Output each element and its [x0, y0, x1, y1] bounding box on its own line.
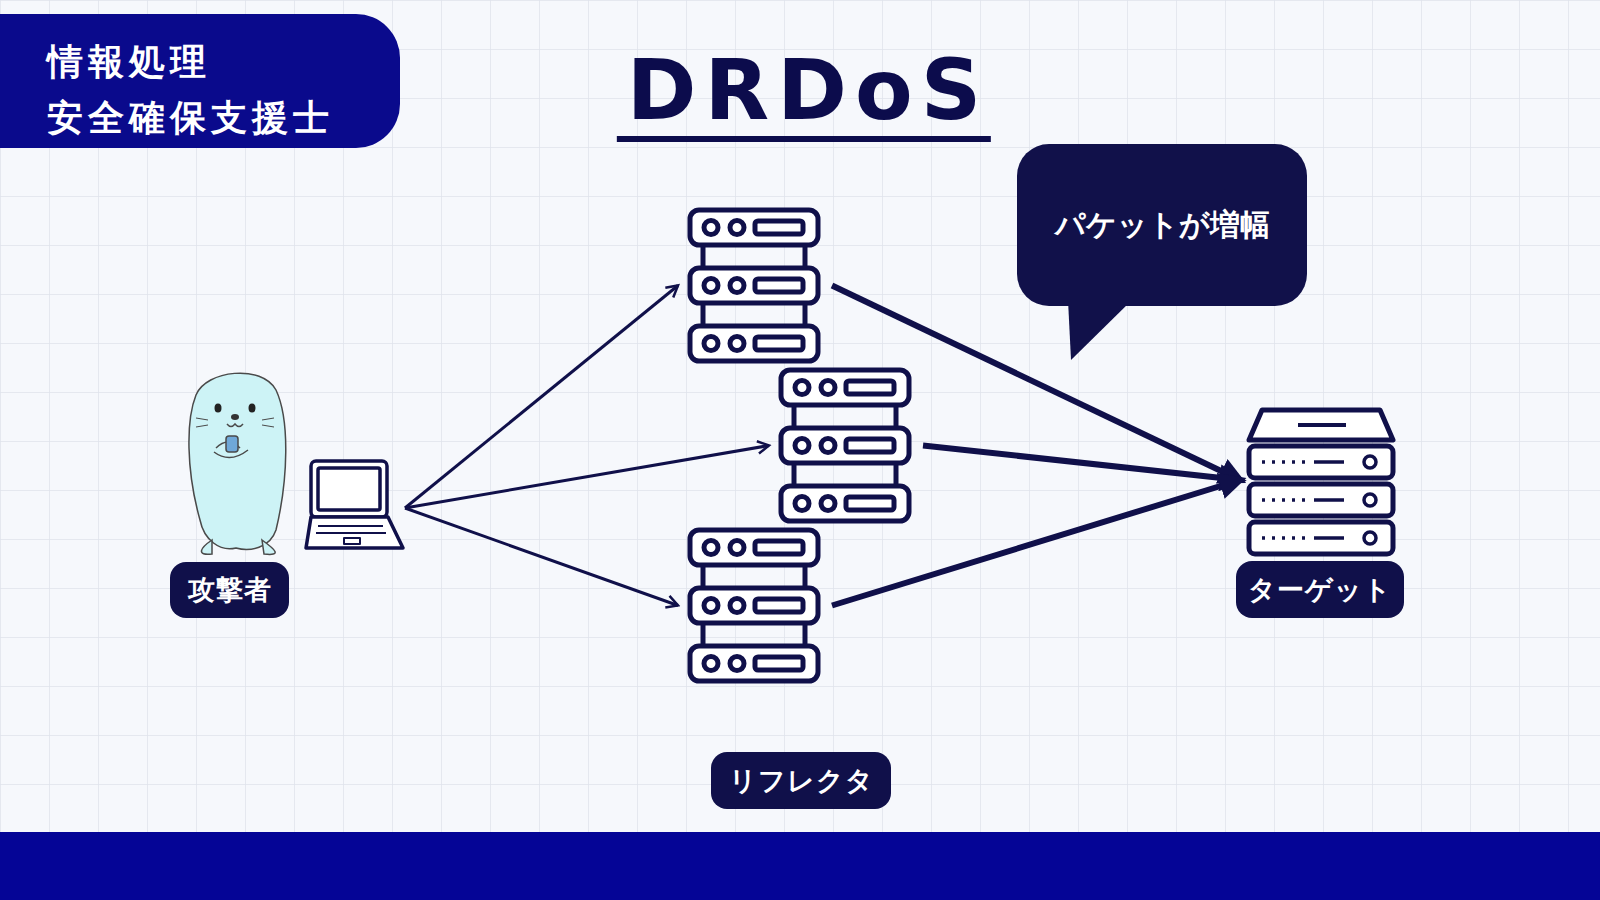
reflector-label: リフレクタ [711, 752, 891, 809]
reflector-group: リフレクタ [680, 200, 920, 812]
arrow-line [405, 446, 769, 509]
header-badge: 情報処理 安全確保支援士 [0, 14, 400, 148]
laptop-icon [306, 461, 403, 548]
attacker-group: 攻撃者 [170, 365, 405, 620]
server-icon [690, 530, 818, 681]
attacker-label: 攻撃者 [170, 562, 289, 618]
arrow-connector [832, 286, 1240, 606]
footer-band [0, 832, 1600, 900]
server-icon [690, 210, 818, 361]
arrow-line [405, 286, 678, 509]
diagram-title: DRDoS [617, 44, 991, 142]
arrow-line [405, 508, 678, 606]
target-group: ターゲット [1240, 400, 1400, 620]
seal-mascot [189, 373, 286, 554]
header-text: 情報処理 安全確保支援士 [47, 34, 377, 146]
arrow-line [832, 480, 1240, 606]
server-icon [781, 370, 909, 521]
callout-bubble: パケットが増幅 [1017, 144, 1307, 306]
arrow-connector [405, 286, 769, 606]
callout-text: パケットが増幅 [1055, 205, 1270, 246]
arrow-line [923, 446, 1240, 481]
target-label: ターゲット [1236, 561, 1404, 618]
arrow-line [832, 286, 1240, 481]
target-server-icon [1249, 410, 1393, 554]
callout-tail [1068, 300, 1132, 360]
